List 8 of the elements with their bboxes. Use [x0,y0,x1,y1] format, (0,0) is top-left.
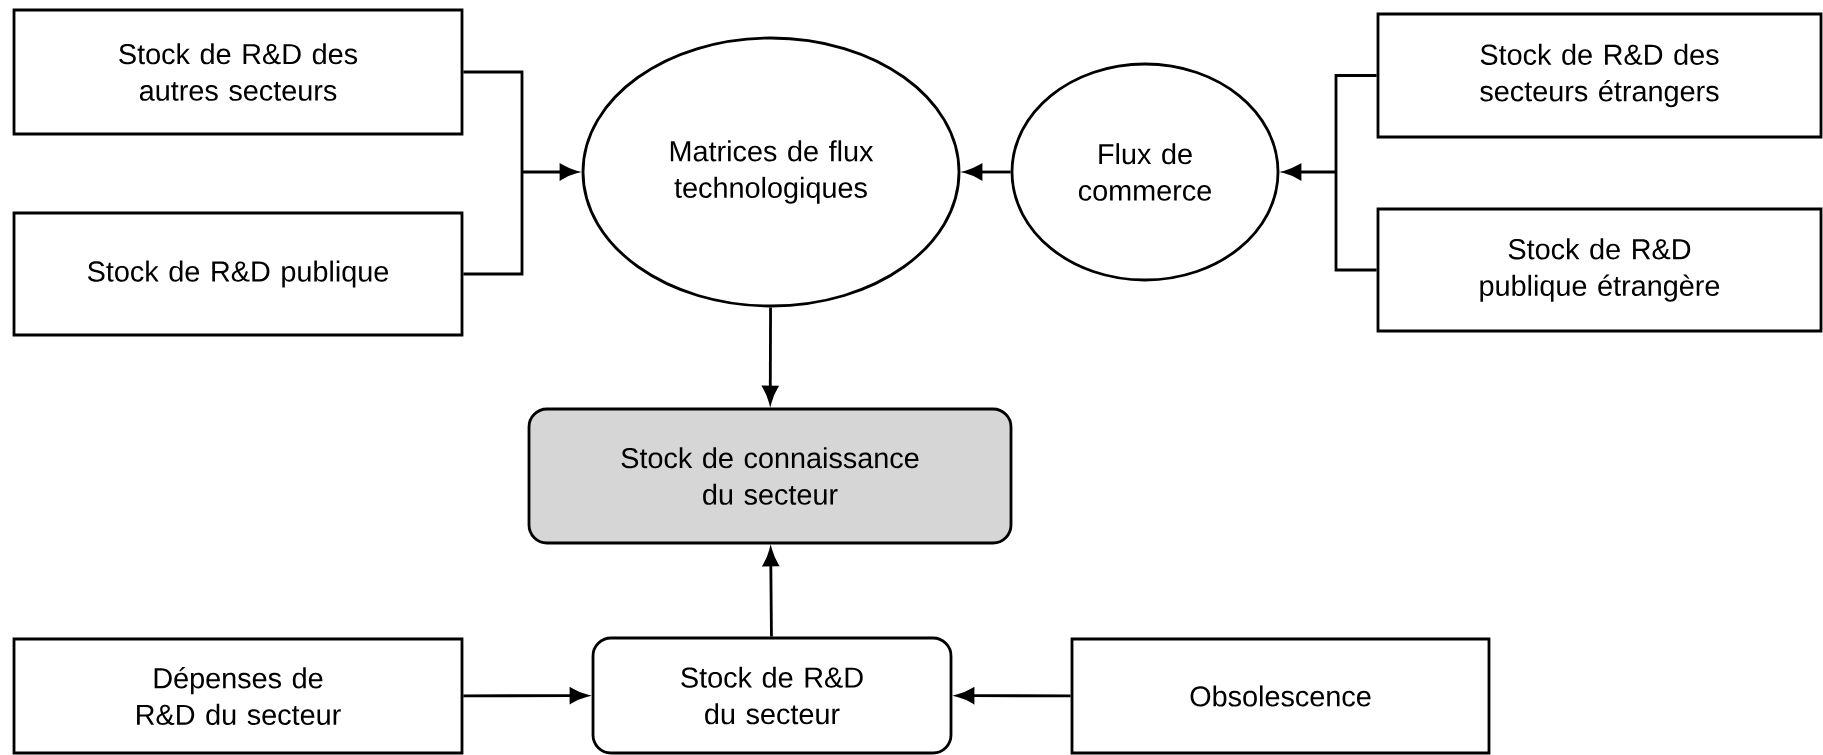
process-box: Stock de R&D publique étrangère [1376,207,1823,333]
process-box: Stock de R&D des autres secteurs [12,8,464,136]
process-box: Obsolescence [1070,637,1491,755]
process-box: Dépenses de R&D du secteur [12,637,464,755]
process-box: Stock de R&D des secteurs étrangers [1376,12,1823,139]
process-box: Stock de R&D publique [12,211,464,337]
process-box: Stock de R&D du secteur [591,636,953,755]
result-box: Stock de connaissance du secteur [527,407,1013,545]
